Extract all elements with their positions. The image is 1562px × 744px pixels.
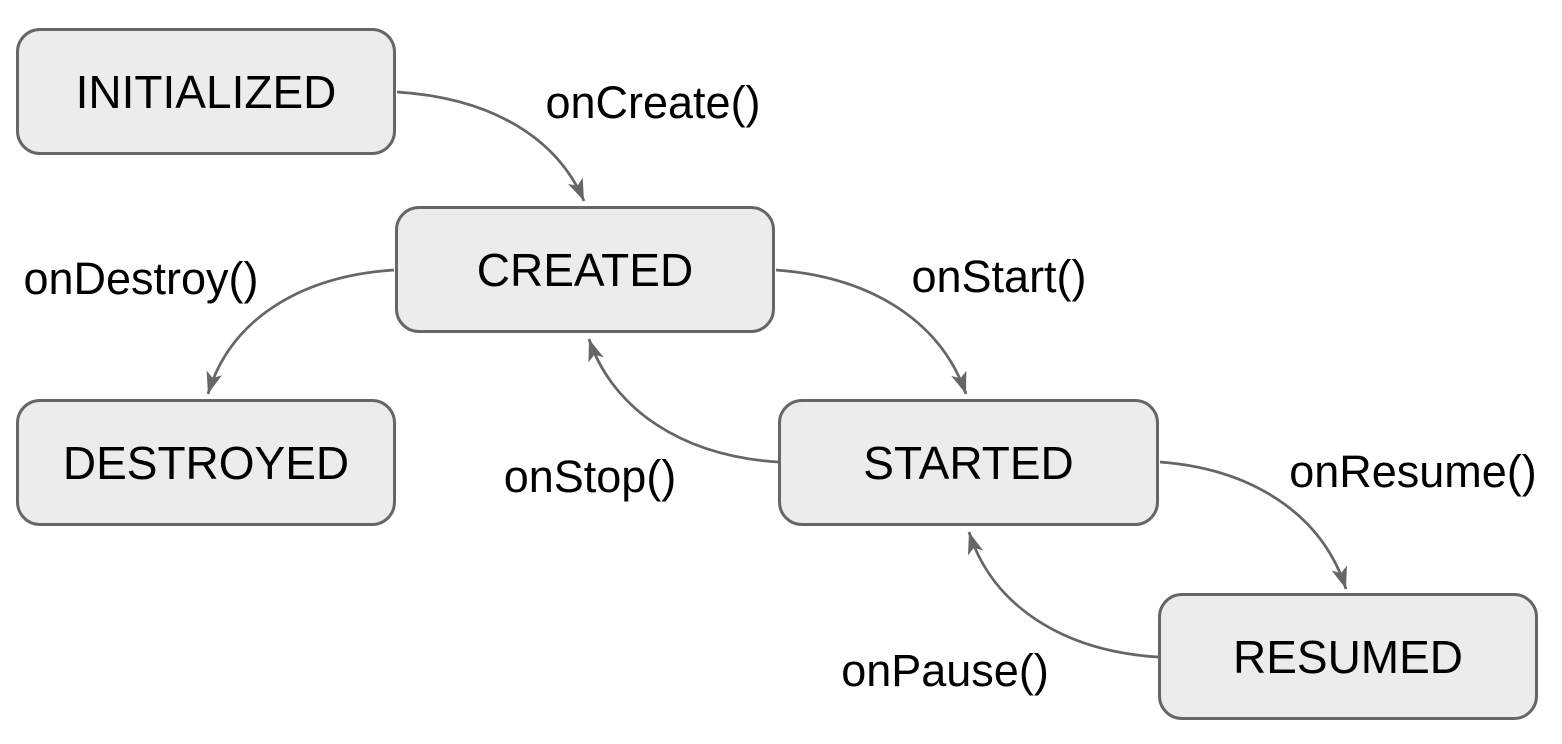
edge-onresume-arrow [1159, 460, 1348, 590]
edge-ondestroy-arrow [206, 268, 395, 395]
edge-label-onpause: onPause() [841, 645, 1049, 696]
edge-oncreate-arrow [396, 90, 586, 202]
edge-label-oncreate: onCreate() [545, 77, 761, 128]
edge-label-onresume: onResume() [1289, 446, 1537, 497]
edge-label-ondestroy: onDestroy() [23, 253, 259, 304]
edge-label-onstop: onStop() [503, 451, 677, 502]
edge-onpause-arrow [967, 531, 1159, 659]
state-node-initialized: INITIALIZED [16, 28, 396, 155]
edge-onstart-arrow [775, 268, 968, 395]
state-node-created: CREATED [395, 206, 775, 333]
state-node-destroyed: DESTROYED [16, 399, 396, 526]
edge-onstop-arrow [587, 338, 779, 464]
edge-label-onstart: onStart() [911, 251, 1087, 302]
state-node-started: STARTED [778, 399, 1159, 526]
state-node-resumed: RESUMED [1158, 593, 1538, 720]
